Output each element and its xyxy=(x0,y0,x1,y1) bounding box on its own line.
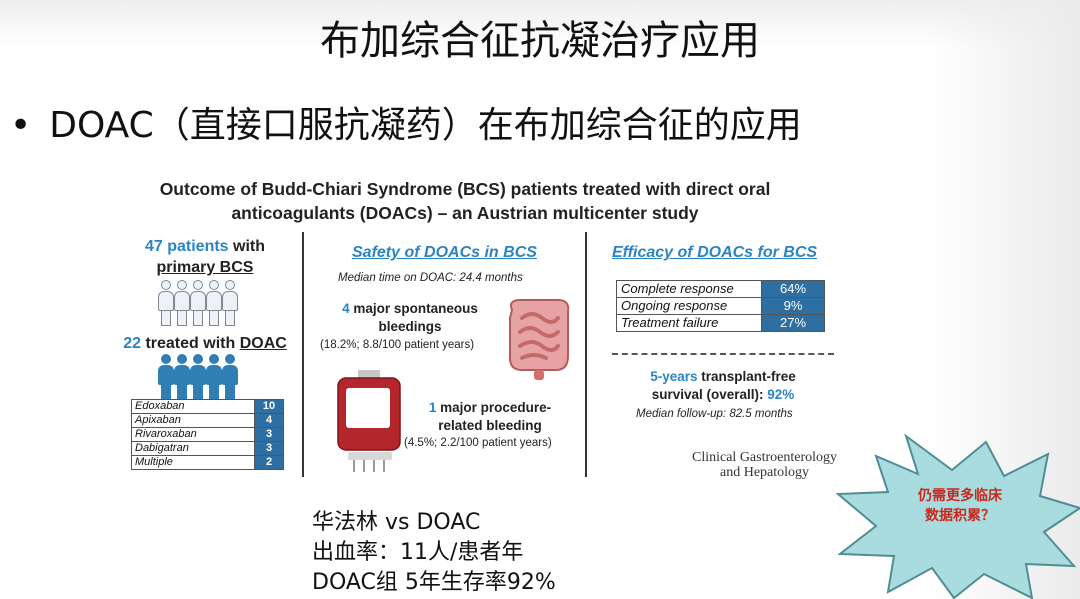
person-solid-icon xyxy=(158,354,174,400)
bleed-spontaneous-count: 4 xyxy=(342,301,350,316)
study-title-line1: Outcome of Budd-Chiari Syndrome (BCS) pa… xyxy=(159,179,771,199)
drug-count: 2 xyxy=(254,455,284,470)
person-outline-icon xyxy=(158,280,174,326)
patients-outline-icons xyxy=(158,280,238,326)
response-pct: 27% xyxy=(761,314,825,332)
journal-line1: Clinical Gastroenterology xyxy=(692,450,838,465)
bleed-spontaneous-text-2: bleedings xyxy=(378,319,442,334)
blood-bag-icon xyxy=(337,370,401,472)
bleed-procedure: 1 major procedure- related bleeding xyxy=(410,399,570,435)
slide-title: 布加综合征抗凝治疗应用 xyxy=(320,18,760,64)
drug-count: 10 xyxy=(254,399,284,414)
bleed-procedure-text: major procedure- xyxy=(436,400,552,415)
person-solid-icon xyxy=(222,354,238,400)
note-line1: 华法林 vs DOAC xyxy=(312,510,481,535)
patients-count: 47 patients xyxy=(144,238,229,255)
study-title: Outcome of Budd-Chiari Syndrome (BCS) pa… xyxy=(105,177,825,225)
survival-text: transplant-free xyxy=(697,369,796,384)
intestine-icon xyxy=(509,299,570,380)
column-divider-right xyxy=(585,232,587,477)
drug-name: Edoxaban xyxy=(131,399,255,414)
person-solid-icon xyxy=(206,354,222,400)
patients-with: with xyxy=(228,238,266,255)
bullet-point: • DOAC（直接口服抗凝药）在布加综合征的应用 xyxy=(10,96,802,148)
callout-line1: 仍需更多临床 xyxy=(918,488,1002,504)
person-solid-icon xyxy=(174,354,190,400)
drug-name: Apixaban xyxy=(131,413,255,428)
response-pct: 64% xyxy=(761,280,825,298)
person-outline-icon xyxy=(190,280,206,326)
callout-line2: 数据积累？ xyxy=(925,508,995,524)
callout-starburst xyxy=(836,433,1080,599)
treated-summary: 22 treated with DOAC xyxy=(110,333,300,354)
note-line2: 出血率：11人/患者年 xyxy=(312,540,524,565)
person-outline-icon xyxy=(206,280,222,326)
person-outline-icon xyxy=(174,280,190,326)
bullet-text: DOAC（直接口服抗凝药）在布加综合征的应用 xyxy=(49,105,802,146)
patients-summary: 47 patients with primary BCS xyxy=(110,236,300,278)
response-label: Ongoing response xyxy=(616,297,762,315)
bleed-spontaneous-text: major spontaneous xyxy=(349,301,478,316)
bullet-marker: • xyxy=(10,105,32,146)
treated-count: 22 xyxy=(123,335,141,352)
drug-count: 3 xyxy=(254,427,284,442)
survival-text-2: survival (overall): xyxy=(651,387,768,402)
journal-name: Clinical Gastroenterology and Hepatology xyxy=(692,450,852,480)
notes-block: 华法林 vs DOAC 出血率：11人/患者年 DOAC组 5年生存率92% xyxy=(312,508,556,598)
bleed-spontaneous-detail: (18.2%; 8.8/100 patient years) xyxy=(320,339,475,351)
bleed-procedure-detail: (4.5%; 2.2/100 patient years) xyxy=(404,437,552,449)
response-label: Treatment failure xyxy=(616,314,762,332)
drug-name: Rivaroxaban xyxy=(131,427,255,442)
note-line3: DOAC组 5年生存率92% xyxy=(312,570,556,595)
survival-years: 5-years xyxy=(650,369,698,384)
efficacy-divider xyxy=(612,353,834,355)
bleed-procedure-text-2: related bleeding xyxy=(438,418,542,433)
response-label: Complete response xyxy=(616,280,762,298)
treated-drug: DOAC xyxy=(239,335,287,352)
bleed-procedure-count: 1 xyxy=(428,400,437,415)
bleed-spontaneous: 4 major spontaneous bleedings xyxy=(320,300,500,336)
followup-text: Median follow-up: 82.5 months xyxy=(636,408,793,420)
safety-median: Median time on DOAC: 24.4 months xyxy=(338,272,523,284)
person-outline-icon xyxy=(222,280,238,326)
drug-count: 4 xyxy=(254,413,284,428)
drug-count: 3 xyxy=(254,441,284,456)
efficacy-heading: Efficacy of DOACs for BCS xyxy=(612,244,818,261)
survival-summary: 5-years transplant-free survival (overal… xyxy=(612,368,834,404)
journal-line2: and Hepatology xyxy=(720,465,810,480)
survival-pct: 92% xyxy=(767,387,795,402)
patients-condition: primary BCS xyxy=(156,259,254,276)
safety-heading: Safety of DOACs in BCS xyxy=(352,244,537,261)
response-pct: 9% xyxy=(761,297,825,315)
person-solid-icon xyxy=(190,354,206,400)
patients-solid-icons xyxy=(158,354,238,400)
callout-text: 仍需更多临床 数据积累？ xyxy=(900,486,1020,526)
treated-text: treated with xyxy=(141,335,240,352)
drug-name: Multiple xyxy=(131,455,255,470)
column-divider-left xyxy=(302,232,304,477)
study-title-line2: anticoagulants (DOACs) – an Austrian mul… xyxy=(231,203,699,223)
drug-name: Dabigatran xyxy=(131,441,255,456)
